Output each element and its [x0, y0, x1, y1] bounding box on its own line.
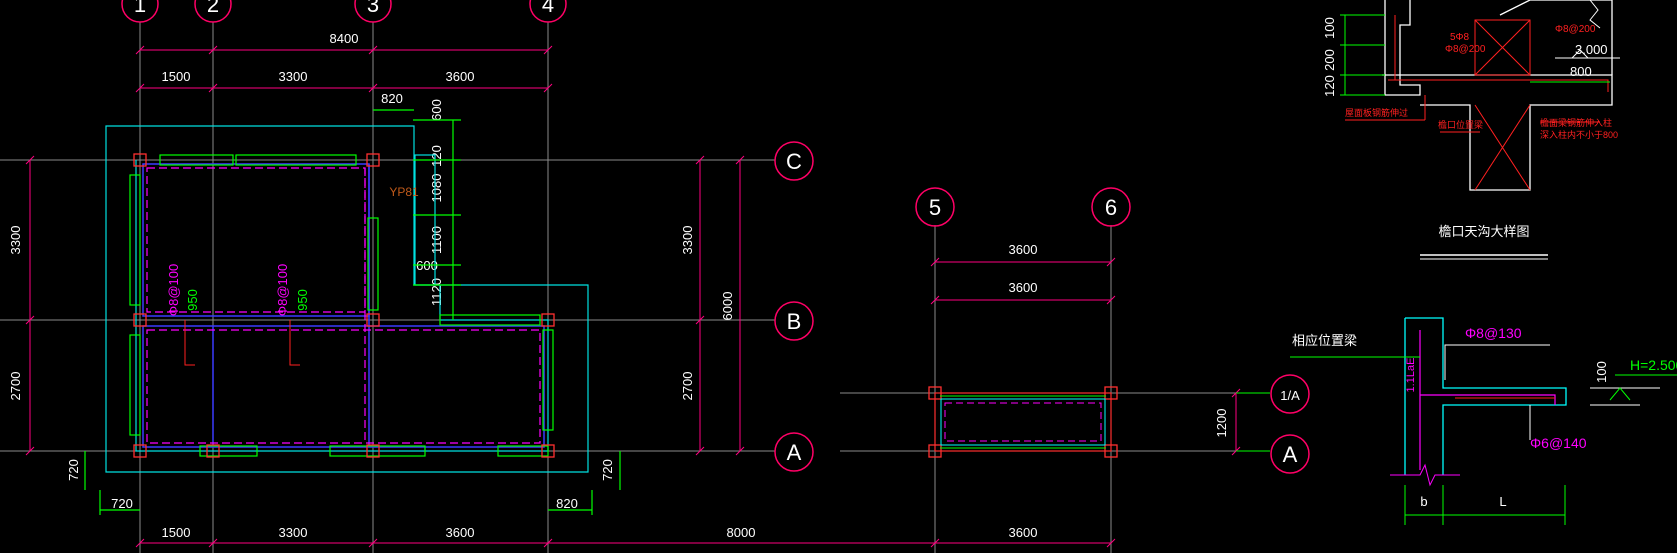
- opening-label: YP81: [389, 185, 419, 199]
- axis-label-5: 5: [929, 195, 941, 220]
- detail-top-note-1: 屋面板钢筋伸过: [1345, 107, 1408, 118]
- grid-lines: [0, 22, 1270, 553]
- dimension-lines: [25, 45, 1241, 548]
- detail-top-note-2: 檐口位置梁: [1438, 119, 1483, 130]
- dim-top-span-3: 3600: [446, 69, 475, 84]
- detail-top-dim-3: 120: [1322, 75, 1337, 97]
- plan-rebar-magenta: [146, 167, 541, 444]
- axis-bubbles: [121, 0, 1310, 474]
- plan-walls-green: [84, 109, 621, 515]
- detail-bottom-drawing: [1290, 317, 1677, 525]
- axis-label-a: A: [787, 440, 802, 465]
- detail-top-note-4: 深入柱内不小于800: [1540, 129, 1618, 140]
- dim-small-span-inner: 3600: [1009, 280, 1038, 295]
- detail-top-texts: 100 200 120 5Φ8 Φ8@200 Φ8@200 3.000 800 …: [1322, 17, 1618, 239]
- detail-bottom-dim-l: L: [1499, 494, 1506, 509]
- detail-top-elevation: 3.000: [1575, 42, 1608, 57]
- detail-top-rebar-3: Φ8@200: [1555, 24, 1596, 35]
- dim-small-depth: 1200: [1214, 409, 1229, 438]
- dim-right-total: 6000: [720, 292, 735, 321]
- axis-label-2: 2: [207, 0, 219, 17]
- detail-bottom-dim-b: b: [1420, 494, 1427, 509]
- detail-bottom-texts: 相应位置梁 Φ8@130 1.1LaE Φ6@140 b L 100 H=2.5…: [1292, 325, 1677, 509]
- rebar-length-1: 950: [185, 289, 200, 311]
- detail-top-note-3: 檐面梁钢筋伸入柱: [1540, 117, 1612, 128]
- dim-bottom-span-4: 8000: [727, 525, 756, 540]
- dim-top-span-2: 3300: [279, 69, 308, 84]
- detail-bottom-thickness: 100: [1594, 361, 1609, 383]
- detail-bottom-rebar-bottom: Φ6@140: [1530, 435, 1587, 451]
- detail-top-title: 檐口天沟大样图: [1438, 224, 1529, 239]
- dim-bottom-span-5: 3600: [1009, 525, 1038, 540]
- axis-label-4: 4: [542, 0, 554, 17]
- detail-bottom-height: H=2.500: [1630, 357, 1677, 373]
- axis-label-c: C: [786, 149, 802, 174]
- rebar-callouts: Φ8@100 950 Φ8@100 950 YP81: [166, 185, 419, 366]
- dim-offset-left-vertical: 720: [66, 459, 81, 481]
- detail-bottom-beam-label: 相应位置梁: [1292, 333, 1357, 348]
- axis-label-a-right: A: [1283, 442, 1298, 467]
- dim-top-overall: 8400: [330, 31, 359, 46]
- dim-right-span-2: 2700: [680, 372, 695, 401]
- dim-offset-right-vertical: 720: [600, 459, 615, 481]
- dimension-texts: 8400 1500 3300 3600 1500 3300 3600 8000 …: [8, 31, 1229, 540]
- detail-top-dim-1: 100: [1322, 17, 1337, 39]
- detail-top-width: 800: [1570, 64, 1592, 79]
- small-plan: [934, 392, 1270, 452]
- axis-labels: 1 2 3 4 C B A 5 6 1/A A: [134, 0, 1300, 467]
- axis-label-1: 1: [134, 0, 146, 17]
- rebar-label-1: Φ8@100: [166, 264, 181, 317]
- dim-bottom-span-3: 3600: [446, 525, 475, 540]
- dim-bottom-span-2: 3300: [279, 525, 308, 540]
- dim-notch-top: 600: [429, 99, 444, 121]
- axis-label-3: 3: [367, 0, 379, 17]
- rebar-length-2: 950: [295, 289, 310, 311]
- axis-label-b: B: [787, 309, 802, 334]
- dim-notch-width: 820: [381, 91, 403, 106]
- dim-small-span-outer: 3600: [1009, 242, 1038, 257]
- dim-right-span-1: 3300: [680, 226, 695, 255]
- dim-offset-left-horizontal: 720: [111, 496, 133, 511]
- detail-top-rebar-1: 5Φ8: [1450, 32, 1470, 43]
- dim-left-span-1: 3300: [8, 226, 23, 255]
- dim-top-span-1: 1500: [162, 69, 191, 84]
- plan-beams-blue: [142, 163, 545, 448]
- dim-notch-h4: 1120: [429, 278, 444, 306]
- detail-bottom-rebar-top: Φ8@130: [1465, 325, 1522, 341]
- rebar-label-2: Φ8@100: [275, 264, 290, 317]
- dim-left-span-2: 2700: [8, 372, 23, 401]
- dim-notch-h3: 1100: [429, 226, 444, 254]
- dim-bottom-span-1: 1500: [162, 525, 191, 540]
- dim-offset-right-horizontal: 820: [556, 496, 578, 511]
- detail-top-dim-2: 200: [1322, 49, 1337, 71]
- dim-notch-h1: 120: [429, 145, 444, 167]
- axis-label-1a: 1/A: [1280, 388, 1300, 403]
- detail-top-rebar-2: Φ8@200: [1445, 44, 1486, 55]
- axis-label-6: 6: [1105, 195, 1117, 220]
- dim-notch-h2: 1080: [429, 174, 444, 203]
- detail-top-drawing: [1340, 0, 1620, 260]
- detail-bottom-anchor: 1.1LaE: [1405, 358, 1417, 393]
